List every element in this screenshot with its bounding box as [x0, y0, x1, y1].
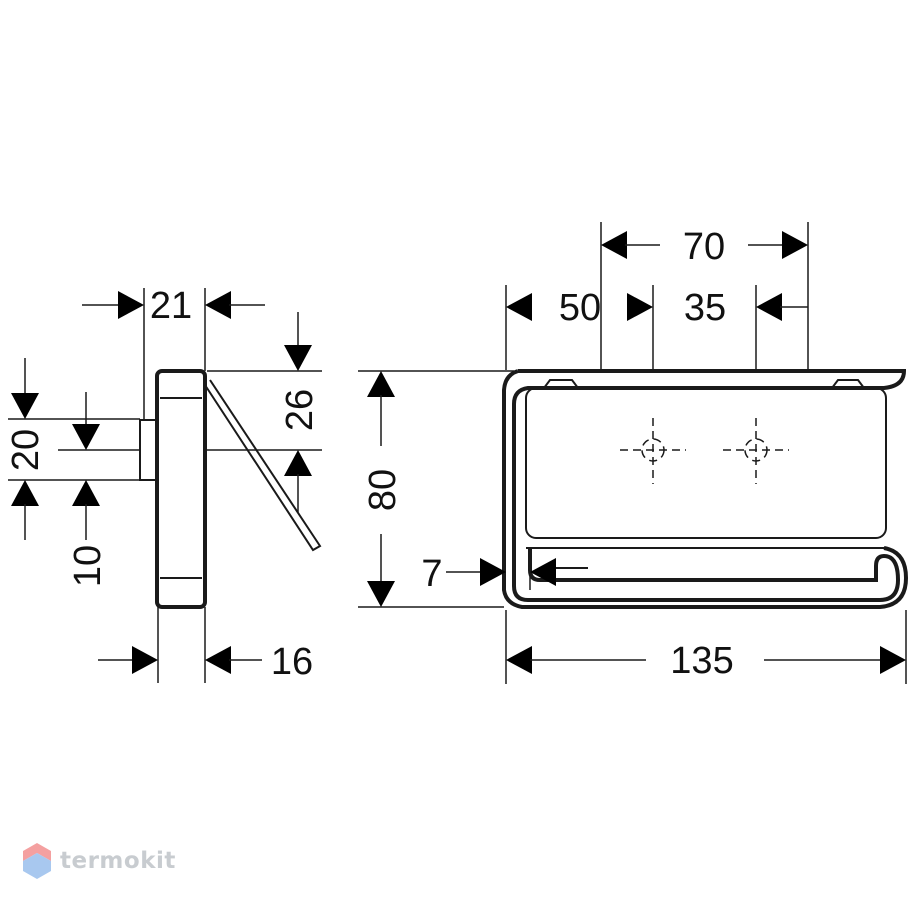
dim-135-arrow-left: [506, 646, 532, 674]
side-body: [155, 369, 207, 609]
front-outer-contour: [502, 369, 908, 609]
dim-label-21: 21: [150, 285, 192, 327]
dim-16-arrow-right: [205, 646, 231, 674]
front-back-plate: [525, 387, 887, 539]
side-arm: [204, 379, 322, 552]
dim-26-arrow-top: [284, 345, 312, 371]
front-tab-left: [543, 379, 579, 389]
dim-label-7: 7: [421, 553, 442, 595]
dim-7-arrow-left: [480, 558, 506, 586]
dim-label-70: 70: [683, 226, 725, 268]
dim-16-arrow-left: [132, 646, 158, 674]
dim-135-arrow-right: [880, 646, 906, 674]
dim-21-arrow-left: [118, 291, 144, 319]
dim-20-arrow-bottom: [11, 480, 39, 506]
front-view: 80 135 70 50 35 7: [358, 222, 908, 684]
mounting-hole-right: [723, 418, 789, 484]
dim-label-26: 26: [279, 389, 321, 431]
dim-10-arrow-bottom: [72, 480, 100, 506]
side-wall-stub: [139, 419, 158, 481]
dim-label-80: 80: [362, 469, 404, 511]
dim-26-arrow-bottom: [284, 450, 312, 476]
dim-21-arrow-right: [205, 291, 231, 319]
dim-label-35: 35: [684, 287, 726, 329]
dim-7-arrow-right: [530, 558, 556, 586]
dim-label-50: 50: [559, 287, 601, 329]
dim-80-arrow-bottom: [367, 581, 395, 607]
dim-50-arrow-right: [627, 293, 653, 321]
front-tab-right: [831, 379, 865, 389]
dim-20-arrow-top: [11, 393, 39, 419]
dim-label-135: 135: [670, 640, 733, 682]
side-view: 21 16 26 20 10: [5, 285, 322, 683]
dim-label-20: 20: [5, 429, 47, 471]
dim-35-arrow-left: [756, 293, 782, 321]
mounting-hole-left: [620, 418, 686, 484]
watermark-text: termokit: [60, 848, 176, 874]
dim-80-arrow-top: [367, 371, 395, 397]
front-shelf: [512, 369, 907, 602]
dim-70-arrow-left: [601, 231, 627, 259]
termokit-logo-icon: [23, 843, 51, 879]
dim-70-arrow-right: [782, 231, 808, 259]
dim-50-arrow-left: [506, 293, 532, 321]
watermark: termokit: [22, 842, 176, 880]
dim-label-16: 16: [271, 641, 313, 683]
dim-label-10: 10: [67, 545, 109, 587]
dim-10-arrow-top: [72, 424, 100, 450]
